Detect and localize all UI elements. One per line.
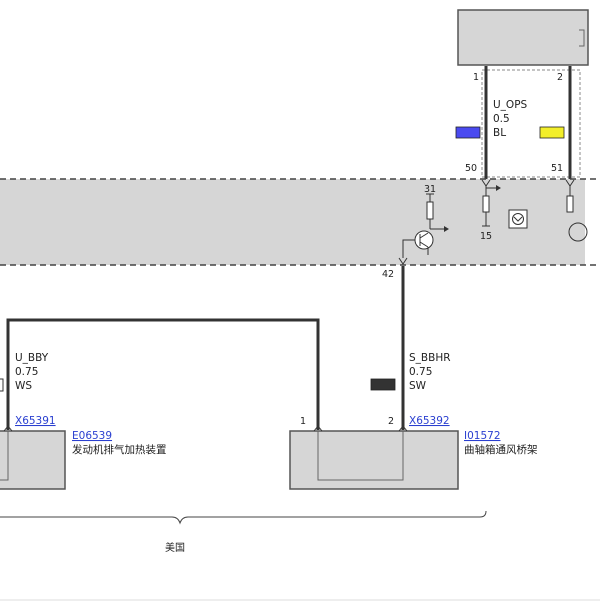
wire-color-u-bby: WS [15,380,32,392]
sensor-pin2-arrow [398,425,408,432]
wire-name-u-ops: U_OPS [493,99,528,111]
heater-pin-arrow [3,425,13,432]
top-component-box[interactable] [457,9,589,66]
transistor-to-pin-42 [402,239,415,258]
control-module-body[interactable] [0,179,585,265]
top-component-inner-mark [579,29,585,47]
wire-color-s-bbhr: SW [409,380,427,392]
wire-gauge-u-ops: 0.5 [493,113,510,125]
heater-inner-line [0,431,9,481]
color-swatch-blue [455,126,481,139]
group-label: 美国 [165,541,185,554]
chip-icon-circle [512,213,524,225]
heater-component-box[interactable] [0,430,66,490]
wire-color-u-ops: BL [493,127,506,139]
component-link-i01572[interactable]: I01572 [464,430,501,442]
component-name-sensor: 曲轴箱通风桥架 [464,443,538,456]
wire-gauge-s-bbhr: 0.75 [409,366,432,378]
pin-label-15: 15 [480,231,492,242]
wire-u-bby[interactable] [6,318,320,430]
pin-42-exit-arrow [398,257,408,265]
wire-gauge-u-bby: 0.75 [15,366,38,378]
component-link-e06539[interactable]: E06539 [72,430,112,442]
wire-name-u-bby: U_BBY [15,352,49,364]
color-swatch-black [370,378,396,391]
chip-icon-arrow [513,216,523,222]
pin-label-u-bby-1: 1 [300,416,306,427]
color-swatch-yellow [539,126,565,139]
group-brace [0,510,487,525]
second-transistor-icon [568,222,588,242]
top-connector-frame [481,69,581,178]
component-name-heater: 发动机排气加热装置 [72,443,167,456]
transistor-icon [414,230,434,250]
resistor-15 [482,195,490,213]
u-bby-swatch-edge [0,378,4,392]
resistor-31 [426,201,434,220]
connector-link-x65392[interactable]: X65392 [409,415,450,427]
sensor-inner-line [317,431,404,481]
resistor-31-arrow [444,226,449,232]
pin-label-31: 31 [424,184,436,195]
pin-label-second-bottom: 51 [551,163,563,174]
pin-label-u-ops-top: 1 [473,72,479,83]
sensor-pin1-arrow [313,425,323,432]
u-ops-branch-arrow [496,185,501,191]
pin-label-42: 42 [382,269,394,280]
chip-icon [508,209,528,229]
transistor-collector [419,232,429,239]
second-resistor [566,195,574,213]
pin-label-second-top: 2 [557,72,563,83]
transistor-emitter [419,241,429,248]
connector-link-x65391[interactable]: X65391 [15,415,56,427]
wire-name-s-bbhr: S_BBHR [409,352,451,364]
pin-label-u-ops-bottom: 50 [465,163,477,174]
pin-label-s-bbhr-2: 2 [388,416,394,427]
